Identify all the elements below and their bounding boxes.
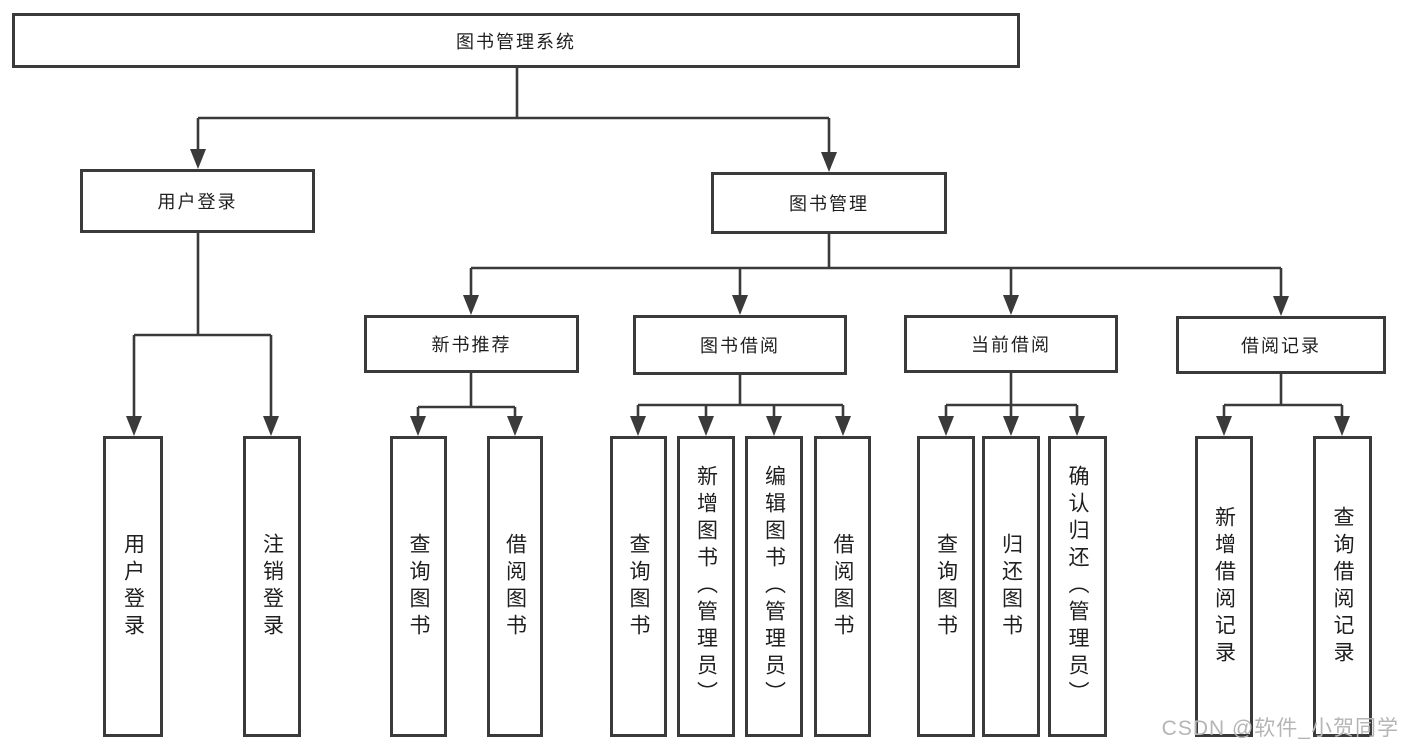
node-label: 编辑图书（管理员）	[762, 465, 786, 708]
node-label: 查询借阅记录	[1331, 505, 1354, 668]
connector-root	[190, 68, 837, 172]
node-label: 确认归还（管理员）	[1066, 465, 1089, 708]
node-current-borrowing: 当前借阅	[904, 315, 1118, 373]
node-new-book-recommend: 新书推荐	[364, 315, 579, 373]
node-label: 借阅记录	[1241, 336, 1321, 356]
node-label: 用户登录	[121, 532, 145, 641]
leaf-bb-borrow-books: 借阅图书	[814, 436, 871, 737]
leaf-cb-confirm-return-admin: 确认归还（管理员）	[1048, 436, 1107, 737]
node-label: 归还图书	[999, 532, 1023, 641]
leaf-logout: 注销登录	[243, 436, 301, 737]
leaf-bb-add-books-admin: 新增图书（管理员）	[677, 436, 735, 737]
leaf-cb-return-books: 归还图书	[982, 436, 1040, 737]
node-label: 新增图书（管理员）	[694, 465, 718, 708]
node-label: 借阅图书	[831, 532, 854, 641]
node-label: 当前借阅	[971, 335, 1051, 355]
node-book-borrowing: 图书借阅	[633, 315, 847, 375]
node-label: 图书管理	[789, 194, 869, 214]
leaf-br-add-record: 新增借阅记录	[1195, 436, 1253, 737]
leaf-nbr-borrow-books: 借阅图书	[487, 436, 543, 737]
node-user-login: 用户登录	[80, 169, 315, 233]
node-label: 新书推荐	[431, 335, 512, 355]
node-label: 图书管理系统	[456, 31, 576, 52]
connector-borrow-records	[1216, 374, 1350, 436]
node-label: 查询图书	[934, 532, 958, 641]
node-label: 查询图书	[627, 532, 650, 641]
node-library-management-system: 图书管理系统	[12, 13, 1020, 68]
node-label: 新增借阅记录	[1212, 505, 1236, 668]
leaf-bb-edit-books-admin: 编辑图书（管理员）	[745, 436, 803, 737]
node-label: 借阅图书	[503, 532, 527, 641]
leaf-user-login: 用户登录	[103, 436, 163, 737]
node-borrow-records: 借阅记录	[1176, 316, 1386, 374]
node-label: 用户登录	[157, 192, 238, 212]
connector-user-login	[126, 233, 279, 436]
connector-new-book-recommend	[410, 373, 523, 436]
leaf-bb-query-books: 查询图书	[610, 436, 667, 737]
node-label: 图书借阅	[700, 336, 780, 356]
leaf-br-query-record: 查询借阅记录	[1313, 436, 1372, 737]
connector-current-borrowing	[938, 373, 1085, 436]
watermark: CSDN @软件_小贺同学	[1161, 717, 1399, 740]
connector-book-management	[463, 234, 1289, 316]
node-label: 注销登录	[260, 532, 284, 641]
node-label: 查询图书	[407, 532, 430, 641]
leaf-nbr-query-books: 查询图书	[390, 436, 447, 737]
node-book-management: 图书管理	[711, 172, 947, 234]
connector-book-borrowing	[630, 375, 851, 436]
leaf-cb-query-books: 查询图书	[917, 436, 975, 737]
